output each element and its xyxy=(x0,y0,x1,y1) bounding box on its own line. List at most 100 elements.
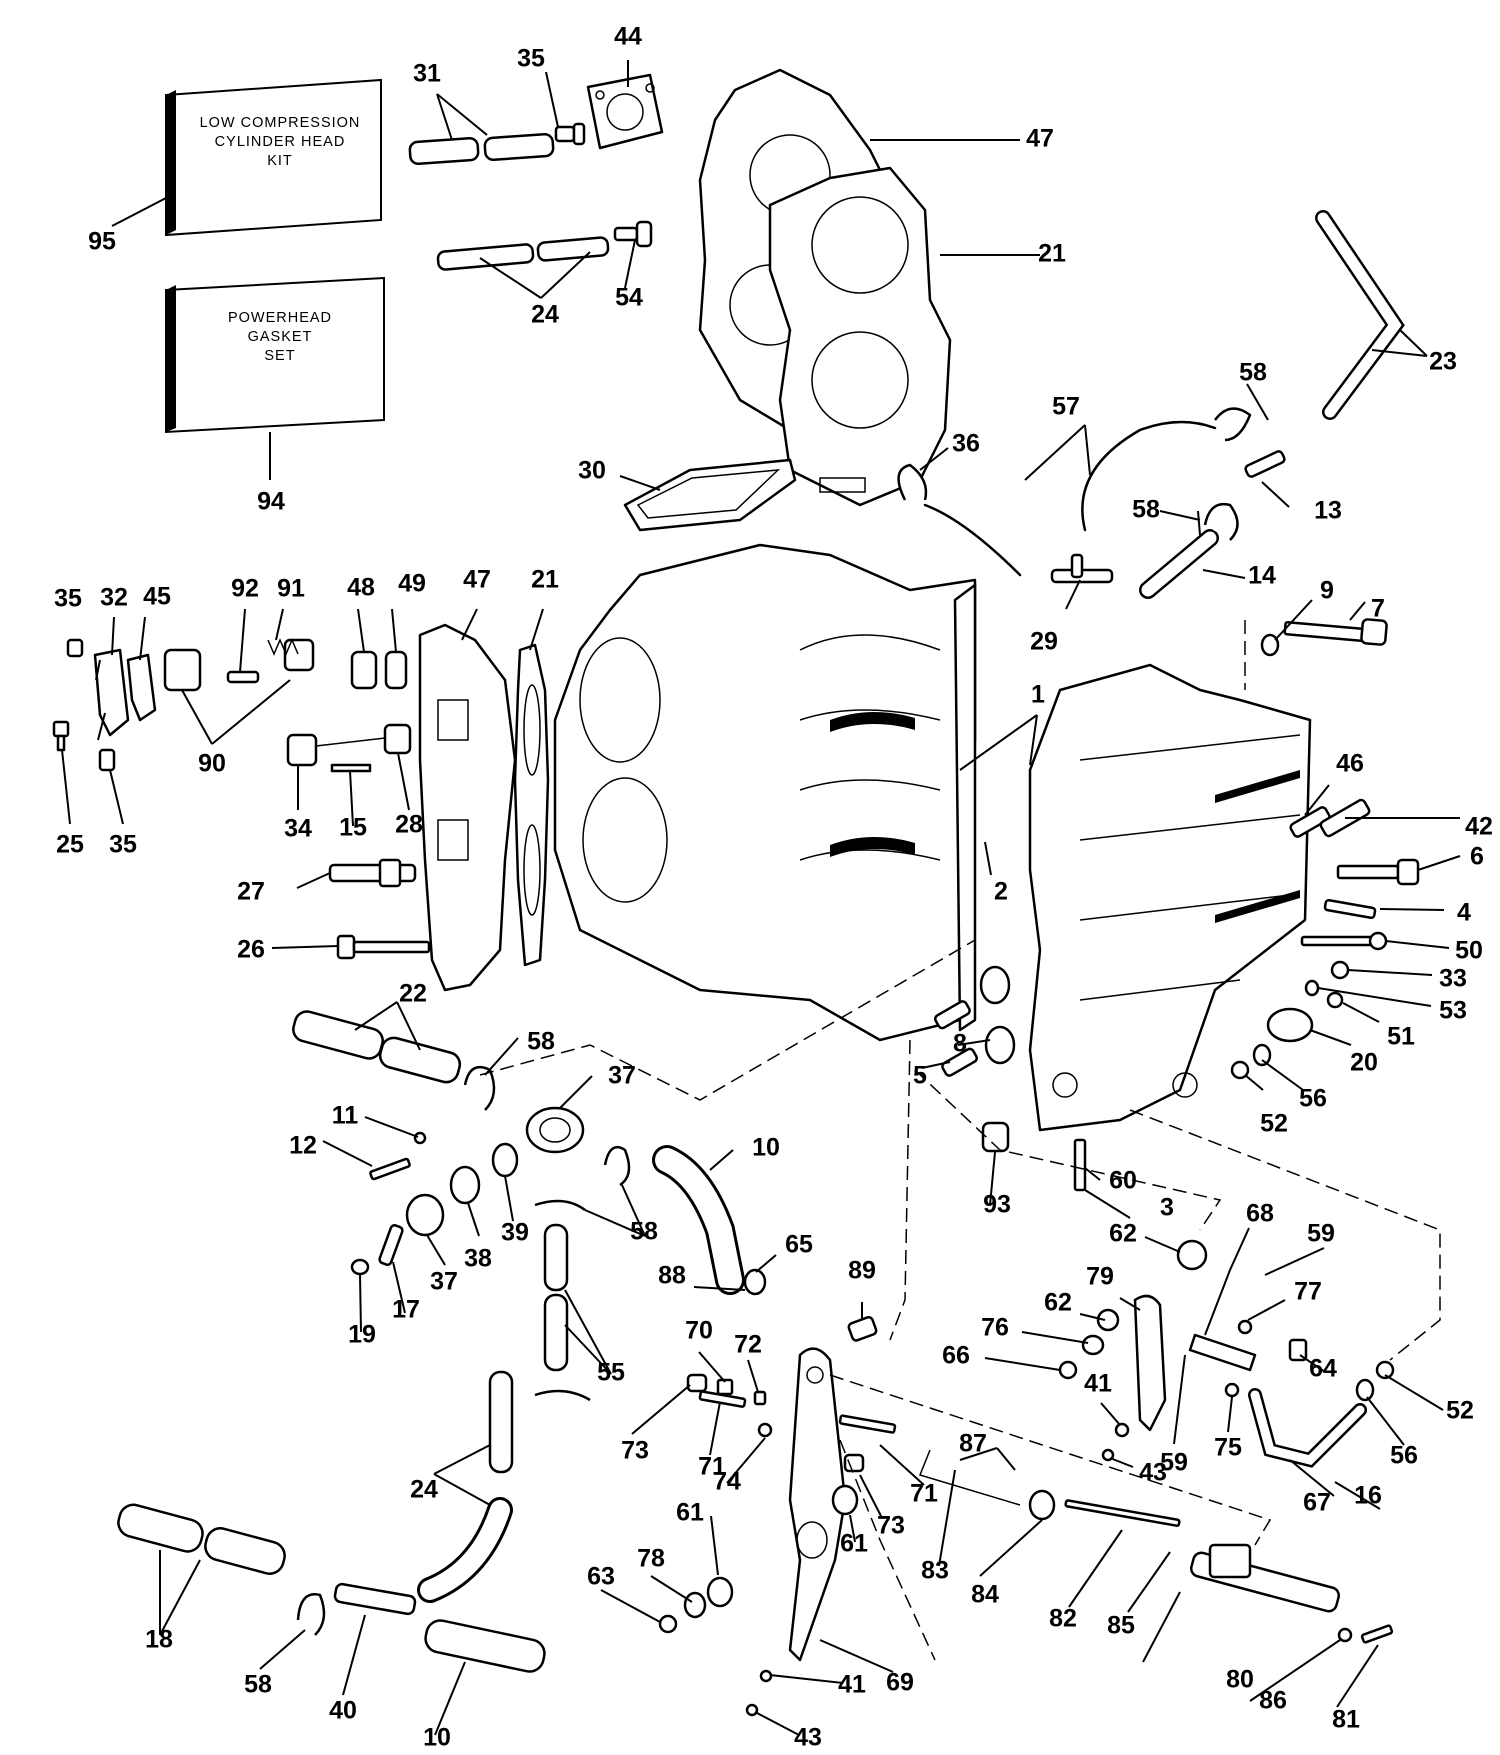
callout-35-left-bottom: 35 xyxy=(109,831,137,859)
callout-93: 93 xyxy=(983,1191,1011,1219)
callout-35-top: 35 xyxy=(517,45,545,73)
nut-61 xyxy=(706,1484,859,1608)
callout-48: 48 xyxy=(347,574,375,602)
callout-91: 91 xyxy=(277,575,305,603)
callout-68: 68 xyxy=(1246,1200,1274,1228)
callout-87: 87 xyxy=(959,1430,987,1458)
rod-67 xyxy=(1248,1388,1367,1468)
kit-94-line-1: POWERHEAD xyxy=(228,310,332,326)
callout-24-lower: 24 xyxy=(410,1476,438,1504)
callout-33: 33 xyxy=(1439,965,1467,993)
callout-30: 30 xyxy=(578,457,606,485)
kit-95-line-1: LOW COMPRESSION xyxy=(200,115,361,131)
callout-labels: 31 35 44 47 21 95 24 54 94 23 58 57 30 3… xyxy=(54,23,1493,1752)
bushing-73 xyxy=(686,1373,865,1473)
callout-36: 36 xyxy=(952,430,980,458)
clip-93 xyxy=(981,1121,1010,1153)
hose-18 xyxy=(117,1503,286,1575)
seal-39 xyxy=(491,1142,519,1178)
callout-31: 31 xyxy=(413,60,441,88)
fitting-35-left-bottom xyxy=(98,748,116,772)
callout-90: 90 xyxy=(198,750,226,778)
callout-23: 23 xyxy=(1429,348,1457,376)
tee-29 xyxy=(1050,553,1114,584)
callout-86: 86 xyxy=(1259,1687,1287,1715)
screw-81 xyxy=(1360,1624,1394,1644)
callout-43-lower: 43 xyxy=(794,1724,822,1752)
washer-76-66 xyxy=(1058,1334,1105,1380)
washers-8 xyxy=(979,965,1016,1065)
callout-58-e: 58 xyxy=(244,1671,272,1699)
kit-95-line-3: KIT xyxy=(267,153,293,169)
hose-22 xyxy=(292,1010,462,1084)
callout-75: 75 xyxy=(1214,1434,1242,1462)
clamp-58-36 xyxy=(897,407,1252,541)
callout-79: 79 xyxy=(1086,1263,1114,1291)
nut-52-lower xyxy=(1355,1360,1395,1402)
dashed-line-d xyxy=(914,1069,1222,1231)
fitting-46 xyxy=(1289,806,1331,838)
hose-10-lower xyxy=(424,1619,546,1673)
callout-32: 32 xyxy=(100,584,128,612)
gasket-30 xyxy=(623,458,797,532)
grommet-49 xyxy=(384,650,408,690)
callout-13: 13 xyxy=(1314,497,1342,525)
callout-58-b: 58 xyxy=(1132,496,1160,524)
kit-95-line-2: CYLINDER HEAD xyxy=(215,134,346,150)
callout-56-lower: 56 xyxy=(1390,1442,1418,1470)
callout-37-lower: 37 xyxy=(430,1268,458,1296)
hose-31 xyxy=(408,132,555,166)
nut-86 xyxy=(1337,1627,1353,1643)
callout-41-upper: 41 xyxy=(1084,1370,1112,1398)
low-compression-cylinder-head-kit-box: LOW COMPRESSION CYLINDER HEAD KIT xyxy=(165,78,382,237)
callout-44: 44 xyxy=(614,23,642,51)
clamps-58 xyxy=(296,1065,631,1636)
callout-45: 45 xyxy=(143,583,171,611)
link-68 xyxy=(1188,1333,1257,1372)
dashed-line-g xyxy=(839,1439,936,1661)
fitting-35-left-top xyxy=(66,638,84,658)
callout-77: 77 xyxy=(1294,1278,1322,1306)
callout-62-lower: 62 xyxy=(1044,1289,1072,1317)
callout-61-left: 61 xyxy=(676,1499,704,1527)
hose-55 xyxy=(543,1223,569,1372)
screw-82 xyxy=(1064,1499,1181,1527)
kit-94-line-3: SET xyxy=(264,348,295,364)
callout-63: 63 xyxy=(587,1563,615,1591)
nut-70 xyxy=(716,1378,734,1396)
callout-7: 7 xyxy=(1371,595,1385,623)
callout-69: 69 xyxy=(886,1669,914,1697)
spring-91 xyxy=(267,638,299,656)
washers-75-77 xyxy=(1224,1319,1253,1398)
callout-3: 3 xyxy=(1160,1194,1174,1222)
hose-14 xyxy=(1139,529,1219,599)
washer-65 xyxy=(743,1268,767,1296)
callout-50: 50 xyxy=(1455,937,1483,965)
part-drawings xyxy=(52,68,1441,1717)
callout-53: 53 xyxy=(1439,997,1467,1025)
spark-plug-27 xyxy=(328,858,417,888)
callout-6: 6 xyxy=(1470,843,1484,871)
callout-73-left: 73 xyxy=(621,1437,649,1465)
hose-24-upper xyxy=(436,236,610,271)
screw-71 xyxy=(838,1414,897,1434)
callout-26: 26 xyxy=(237,936,265,964)
elbow-54 xyxy=(613,220,653,248)
head-gasket-21-side xyxy=(513,643,550,967)
powerhead-gasket-set-box: POWERHEAD GASKET SET xyxy=(165,276,385,434)
callout-94: 94 xyxy=(257,488,285,516)
callout-78: 78 xyxy=(637,1545,665,1573)
callout-29: 29 xyxy=(1030,628,1058,656)
nut-19 xyxy=(350,1258,370,1276)
washer-11 xyxy=(413,1131,427,1145)
callout-5: 5 xyxy=(913,1062,927,1090)
callout-74: 74 xyxy=(713,1468,741,1496)
callout-37-upper: 37 xyxy=(608,1062,636,1090)
callout-72: 72 xyxy=(734,1331,762,1359)
gasket-45 xyxy=(126,653,157,722)
callout-85: 85 xyxy=(1107,1612,1135,1640)
fitting-35-top xyxy=(554,122,586,146)
callout-81: 81 xyxy=(1332,1706,1360,1734)
head-gasket-21-top xyxy=(768,166,952,507)
callout-20: 20 xyxy=(1350,1049,1378,1077)
